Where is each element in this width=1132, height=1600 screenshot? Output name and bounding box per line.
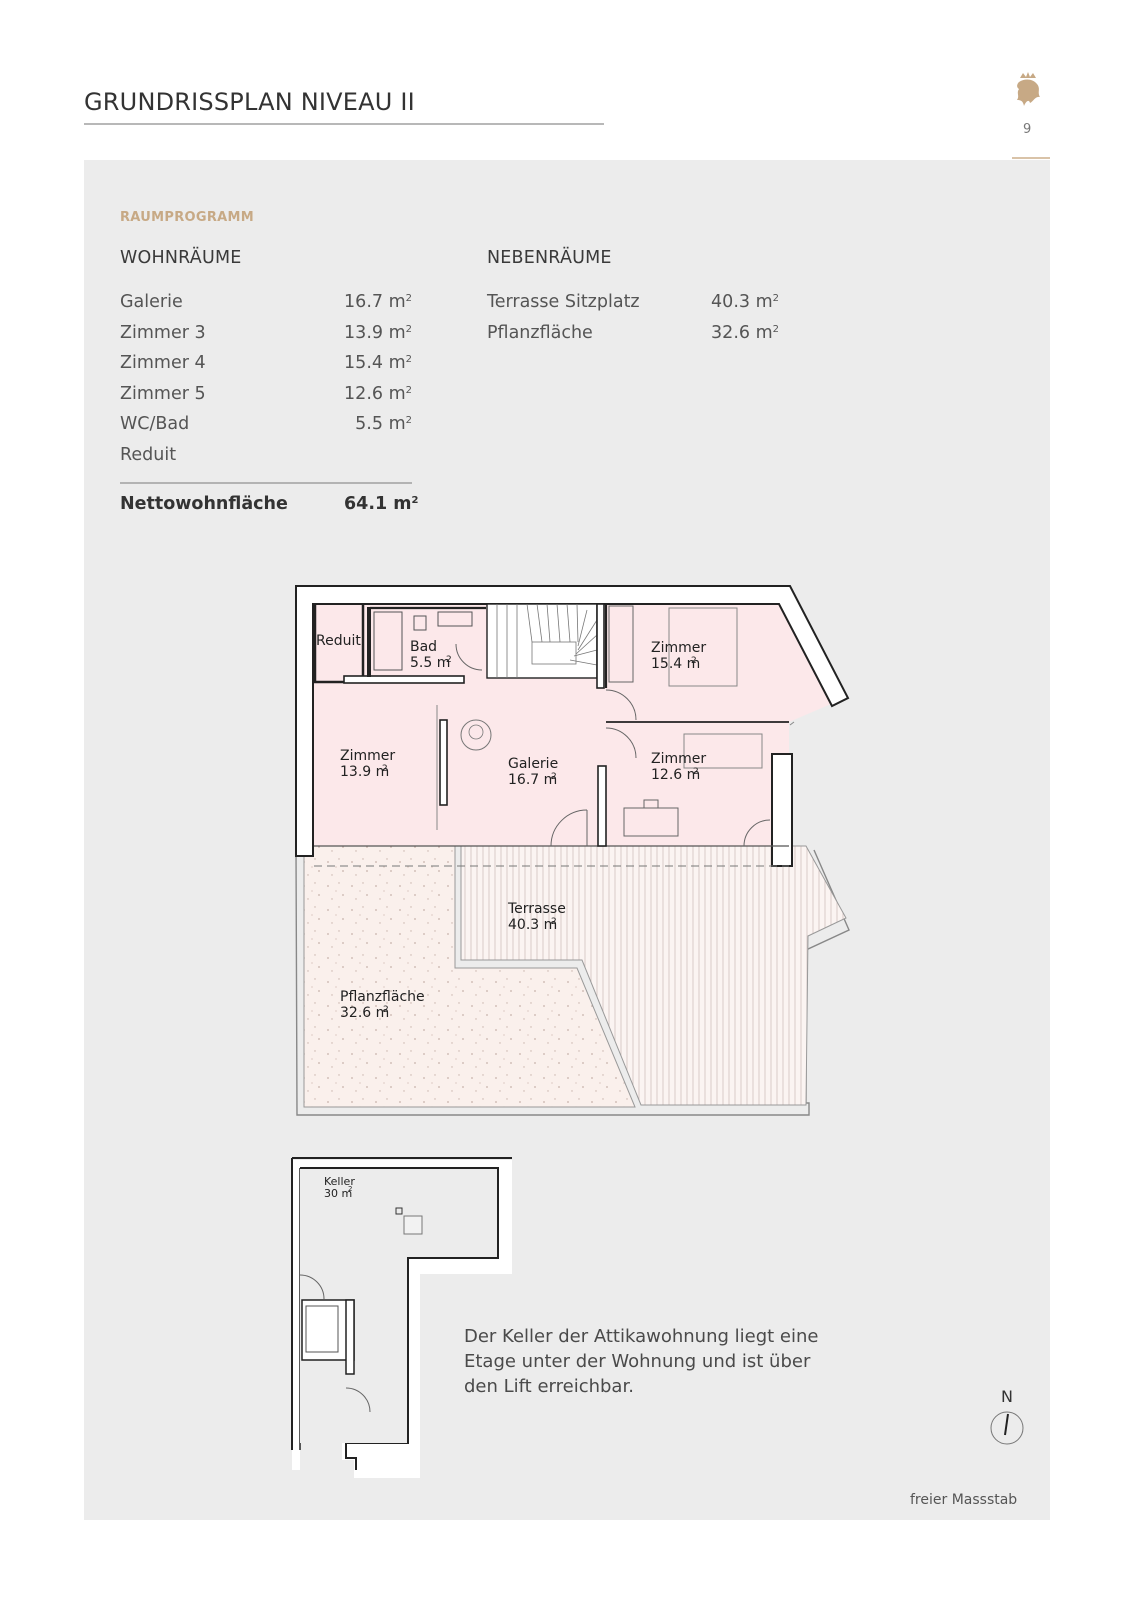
room-area: 40.3 m: [711, 292, 773, 312]
room-area: 12.6 m: [344, 383, 406, 404]
room-name: WC/Bad: [120, 414, 190, 434]
bad-area: 5.5 m: [410, 655, 450, 671]
room-name: Terrasse Sitzplatz: [487, 292, 640, 312]
page-number: 9: [1023, 122, 1032, 137]
superscript: 2: [382, 764, 388, 774]
superscript: 2: [693, 767, 699, 777]
room-area: 5.5 m: [355, 414, 406, 434]
list-item: Zimmer 5 12.6 m2: [120, 384, 412, 415]
list-item: Pflanzfläche 32.6 m2: [487, 323, 779, 354]
pflanzflaeche-label: Pflanzfläche: [340, 989, 425, 1005]
zimmer4-area: 15.4 m: [651, 656, 700, 672]
keller-label: Keller: [324, 1175, 355, 1188]
page-number-rule: [1012, 157, 1050, 159]
superscript: 2: [691, 656, 697, 666]
zimmer3-label: Zimmer: [340, 748, 395, 764]
superscript: 2: [772, 293, 779, 304]
room-name: Pflanzfläche: [487, 322, 593, 343]
superscript: 2: [383, 1005, 389, 1015]
room-name: Galerie: [120, 292, 183, 312]
room-name: Zimmer 4: [120, 353, 206, 373]
total-label: Nettowohnfläche: [120, 494, 288, 514]
reduit-label: Reduit: [316, 633, 361, 649]
galerie-label: Galerie: [508, 756, 558, 772]
terrasse-label: Terrasse: [507, 901, 566, 917]
keller-plan: Keller 30 m 2: [291, 1157, 512, 1478]
zimmer4-label: Zimmer: [651, 640, 706, 656]
list-item: Galerie 16.7 m2: [120, 292, 412, 323]
superscript: 2: [772, 323, 779, 335]
list-item: Zimmer 3 13.9 m2: [120, 323, 412, 354]
list-item: Reduit: [120, 445, 412, 476]
superscript: 2: [405, 415, 412, 426]
pflanzflaeche-area: 32.6 m: [340, 1005, 389, 1021]
superscript: 2: [551, 772, 557, 782]
section-label: RAUMPROGRAMM: [120, 210, 254, 225]
north-label: N: [1001, 1388, 1013, 1406]
room-name: Zimmer 3: [120, 322, 206, 343]
superscript: 2: [405, 384, 412, 396]
floor-plan: Reduit Bad 5.5 m 2 Zimmer 15.4 m 2 Zimme…: [295, 585, 850, 1116]
total-divider: [120, 482, 412, 484]
zimmer5-label: Zimmer: [651, 751, 706, 767]
room-area: 13.9 m: [344, 322, 406, 343]
superscript: 2: [446, 655, 452, 665]
superscript: 2: [405, 323, 412, 335]
superscript: 2: [405, 354, 412, 365]
room-area: 15.4 m: [344, 353, 406, 373]
bad-label: Bad: [410, 639, 437, 655]
scale-note: freier Massstab: [910, 1492, 1018, 1508]
list-item: Zimmer 4 15.4 m2: [120, 353, 412, 384]
total-value: 64.1 m2: [344, 494, 419, 514]
room-area: 16.7 m: [344, 292, 406, 312]
zimmer3-area: 13.9 m: [340, 764, 389, 780]
lion-crest-icon: [1017, 72, 1040, 106]
terrasse-area: 40.3 m: [508, 917, 557, 933]
superscript: 2: [348, 1185, 352, 1193]
title-underline: [84, 123, 604, 125]
list-item: WC/Bad 5.5 m2: [120, 414, 412, 445]
keller-note: Der Keller der Attikawohnung liegt eine …: [464, 1326, 819, 1397]
content-panel: RAUMPROGRAMM WOHNRÄUME NEBENRÄUME Galeri…: [84, 160, 1050, 1520]
page-title: GRUNDRISSPLAN NIVEAU II: [84, 88, 415, 116]
galerie-area: 16.7 m: [508, 772, 557, 788]
nebenraeume-heading: NEBENRÄUME: [487, 248, 612, 268]
north-arrow-icon: N: [990, 1388, 1024, 1445]
keller-area: 30 m: [324, 1187, 352, 1200]
terrasse-area: [460, 845, 847, 1106]
superscript: 2: [405, 293, 412, 304]
wohnraeume-heading: WOHNRÄUME: [120, 248, 242, 268]
list-item: Terrasse Sitzplatz 40.3 m2: [487, 292, 779, 323]
exterior-wall: [295, 585, 850, 857]
room-area: 32.6 m: [711, 322, 773, 343]
superscript: 2: [551, 917, 557, 927]
zimmer5-area: 12.6 m: [651, 767, 700, 783]
room-name: Zimmer 5: [120, 383, 206, 404]
room-name: Reduit: [120, 444, 177, 465]
